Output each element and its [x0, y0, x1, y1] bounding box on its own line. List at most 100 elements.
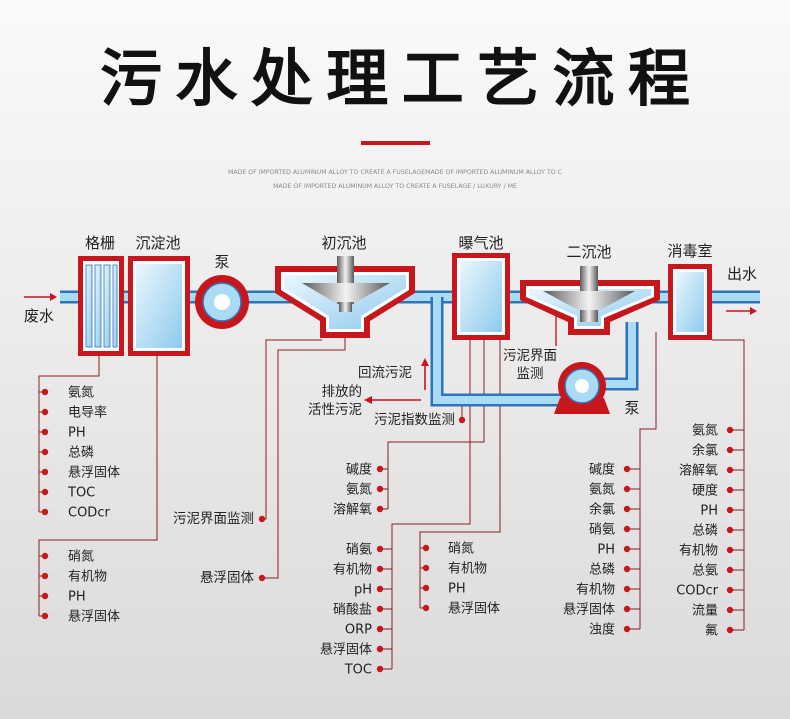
title-underline: [361, 141, 430, 145]
list-item-label: 总磷: [68, 446, 94, 461]
list-dot: [41, 468, 49, 476]
secondary-clarifier: [520, 266, 660, 335]
list-dot: [726, 626, 734, 634]
list-item-label: PH: [448, 582, 466, 597]
list-item-label: 悬浮固体: [448, 602, 500, 617]
list-item-label: 氨氮: [692, 424, 718, 439]
list-dot: [726, 486, 734, 494]
list-item-label: 流量: [692, 604, 718, 619]
list-dot: [376, 645, 384, 653]
list-item-label: PH: [68, 590, 86, 605]
list-dot: [376, 545, 384, 553]
list-item-label: 电导率: [68, 405, 107, 421]
list-dot: [41, 448, 49, 456]
primary-interface-label: 污泥界面监测: [173, 511, 254, 527]
list-dot: [376, 485, 384, 493]
inlet-arrow: [24, 293, 57, 301]
discharged-sludge-label-line-2: 活性污泥: [308, 402, 362, 418]
primary-clarifier-cone: [302, 283, 390, 302]
list-dot: [41, 508, 49, 516]
list-item-label: 碱度: [346, 462, 372, 478]
list-item-label: 有机物: [576, 583, 615, 598]
settling-tank-label: 沉淀池: [135, 234, 180, 252]
pump-1: [195, 275, 249, 329]
list-item-label: 悬浮固体: [68, 610, 120, 625]
sludge-index-dot: [458, 416, 466, 424]
list-item-label: 硝氨: [589, 523, 615, 538]
pump-2-label: 泵: [624, 399, 639, 417]
primary-clarifier: [275, 256, 415, 338]
list-connector-inlet-a: [38, 356, 100, 512]
list-connector-aeration-c: [419, 340, 501, 608]
list-dot: [422, 604, 430, 612]
list-dot: [623, 545, 631, 553]
tagline-line-1: MADE OF IMPORTED ALUMINUM ALLOY TO CREAT…: [228, 168, 563, 176]
list-dot: [726, 426, 734, 434]
list-dot: [41, 612, 49, 620]
list-item-label: 有机物: [68, 570, 107, 585]
list-dot: [726, 526, 734, 534]
list-item-label: 氨氮: [68, 386, 94, 401]
secondary-interface-label-line-2: 监测: [517, 366, 544, 382]
aeration-tank-label: 曝气池: [458, 234, 503, 252]
outlet-arrow: [726, 307, 757, 315]
list-dot: [376, 505, 384, 513]
list-dot: [422, 584, 430, 592]
outlet-label: 出水: [727, 265, 757, 283]
grate-label: 格栅: [85, 234, 115, 252]
list-item-label: 总磷: [692, 524, 718, 539]
return-arrow: [421, 358, 429, 390]
list-dot: [41, 552, 49, 560]
list-dot: [726, 586, 734, 594]
primary-clarifier-label: 初沉池: [321, 234, 366, 252]
list-item-label: 浊度: [589, 622, 615, 638]
list-item-label: 氨氮: [589, 483, 615, 498]
list-dot: [376, 625, 384, 633]
list-item-label: 氟: [705, 624, 718, 639]
list-item-label: PH: [68, 426, 86, 441]
list-item-label: 溶解氧: [333, 503, 372, 518]
pump-1-label: 泵: [214, 253, 229, 271]
secondary-clarifier-label: 二沉池: [566, 243, 611, 261]
list-dot: [422, 544, 430, 552]
list-item-label: PH: [597, 543, 615, 558]
list-dot: [376, 585, 384, 593]
secondary-clarifier-cone: [543, 291, 635, 310]
list-item-label: 悬浮固体: [563, 603, 615, 618]
list-item-label: 余氯: [589, 502, 615, 518]
list-item-label: 硬度: [692, 483, 718, 499]
list-item-label: 有机物: [448, 562, 487, 577]
list-item-label: 硝酸盐: [333, 603, 372, 618]
list-item-label: 有机物: [679, 544, 718, 559]
list-dot: [623, 605, 631, 613]
list-dot: [422, 564, 430, 572]
parameter-lists: 氨氮电导率PH总磷悬浮固体TOCCODcr硝氮有机物PH悬浮固体碱度氨氮溶解氧硝…: [39, 386, 744, 678]
list-dot: [623, 505, 631, 513]
list-item-label: 硝氮: [68, 550, 94, 565]
list-dot: [623, 525, 631, 533]
list-item-label: 硝氨: [346, 543, 372, 558]
list-dot: [726, 606, 734, 614]
list-dot: [726, 566, 734, 574]
list-item-label: TOC: [344, 663, 372, 678]
list-item-label: 悬浮固体: [320, 643, 372, 658]
list-dot: [376, 665, 384, 673]
list-item-label: 碱度: [589, 462, 615, 478]
aeration-tank: [452, 253, 510, 340]
list-dot: [623, 465, 631, 473]
list-item-label: PH: [700, 504, 718, 519]
list-dot: [623, 565, 631, 573]
list-item-label: 总氨: [692, 564, 718, 579]
secondary-interface-label-line-1: 污泥界面: [503, 348, 557, 364]
list-dot: [623, 585, 631, 593]
tagline-line-2: MADE OF IMPORTED ALUMINUM ALLOY TO CREAT…: [273, 182, 517, 190]
list-item-label: 氨氮: [346, 483, 372, 498]
list-item-label: 悬浮固体: [68, 466, 120, 481]
list-dot: [41, 428, 49, 436]
